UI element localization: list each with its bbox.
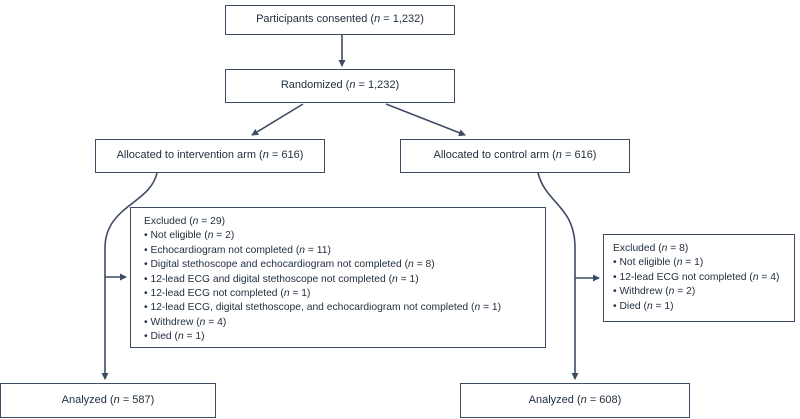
control-arm-label: Allocated to control arm (n = 616) [433,149,597,162]
excluded-intervention-box: Excluded (n = 29) • Not eligible (n = 2)… [130,207,546,348]
randomized-box: Randomized (n = 1,232) [225,69,455,103]
intervention-arm-box: Allocated to intervention arm (n = 616) [95,139,325,173]
excluded-item: • 12-lead ECG not completed (n = 4) [613,271,780,283]
arrow-randomized-to-control [385,103,466,137]
excluded-item: • Echocardiogram not completed (n = 11) [144,244,331,256]
excluded-item: • Withdrew (n = 2) [613,286,696,298]
excluded-item: • Not eligible (n = 1) [613,257,704,269]
excluded-control-box: Excluded (n = 8) • Not eligible (n = 1)•… [603,234,795,322]
intervention-arm-label: Allocated to intervention arm (n = 616) [116,149,304,162]
randomized-label: Randomized (n = 1,232) [280,79,400,92]
excluded-item: • Died (n = 1) [144,331,205,343]
excluded-item: • Digital stethoscope and echocardiogram… [144,259,435,271]
excluded-control-items: • Not eligible (n = 1) • 12-lead ECG not … [613,256,792,314]
curve-control-to-analyzed [537,172,579,380]
analyzed-intervention-box: Analyzed (n = 587) [0,383,216,418]
analyzed-control-box: Analyzed (n = 608) [460,383,690,418]
excluded-intervention-items: • Not eligible (n = 2) • Echocardiogram n… [144,229,537,344]
consented-label: Participants consented (n = 1,232) [256,13,424,26]
arrow-randomized-to-intervention [251,103,304,136]
excluded-item: • 12-lead ECG, digital stethoscope, and … [144,302,502,314]
excluded-item: • Withdrew (n = 4) [144,316,227,328]
consented-box: Participants consented (n = 1,232) [225,5,455,35]
analyzed-intervention-label: Analyzed (n = 587) [61,393,155,406]
excluded-item: • Died (n = 1) [613,300,674,312]
excluded-item: • 12-lead ECG not completed (n = 1) [144,288,311,300]
excluded-control-title: Excluded (n = 8) [613,243,689,254]
excluded-intervention-title: Excluded (n = 29) [144,216,226,227]
control-arm-box: Allocated to control arm (n = 616) [400,139,630,173]
excluded-item: • Not eligible (n = 2) [144,230,235,242]
curve-intervention-to-analyzed [101,172,158,380]
excluded-item: • 12-lead ECG and digital stethoscope no… [144,273,419,285]
analyzed-control-label: Analyzed (n = 608) [528,393,622,406]
